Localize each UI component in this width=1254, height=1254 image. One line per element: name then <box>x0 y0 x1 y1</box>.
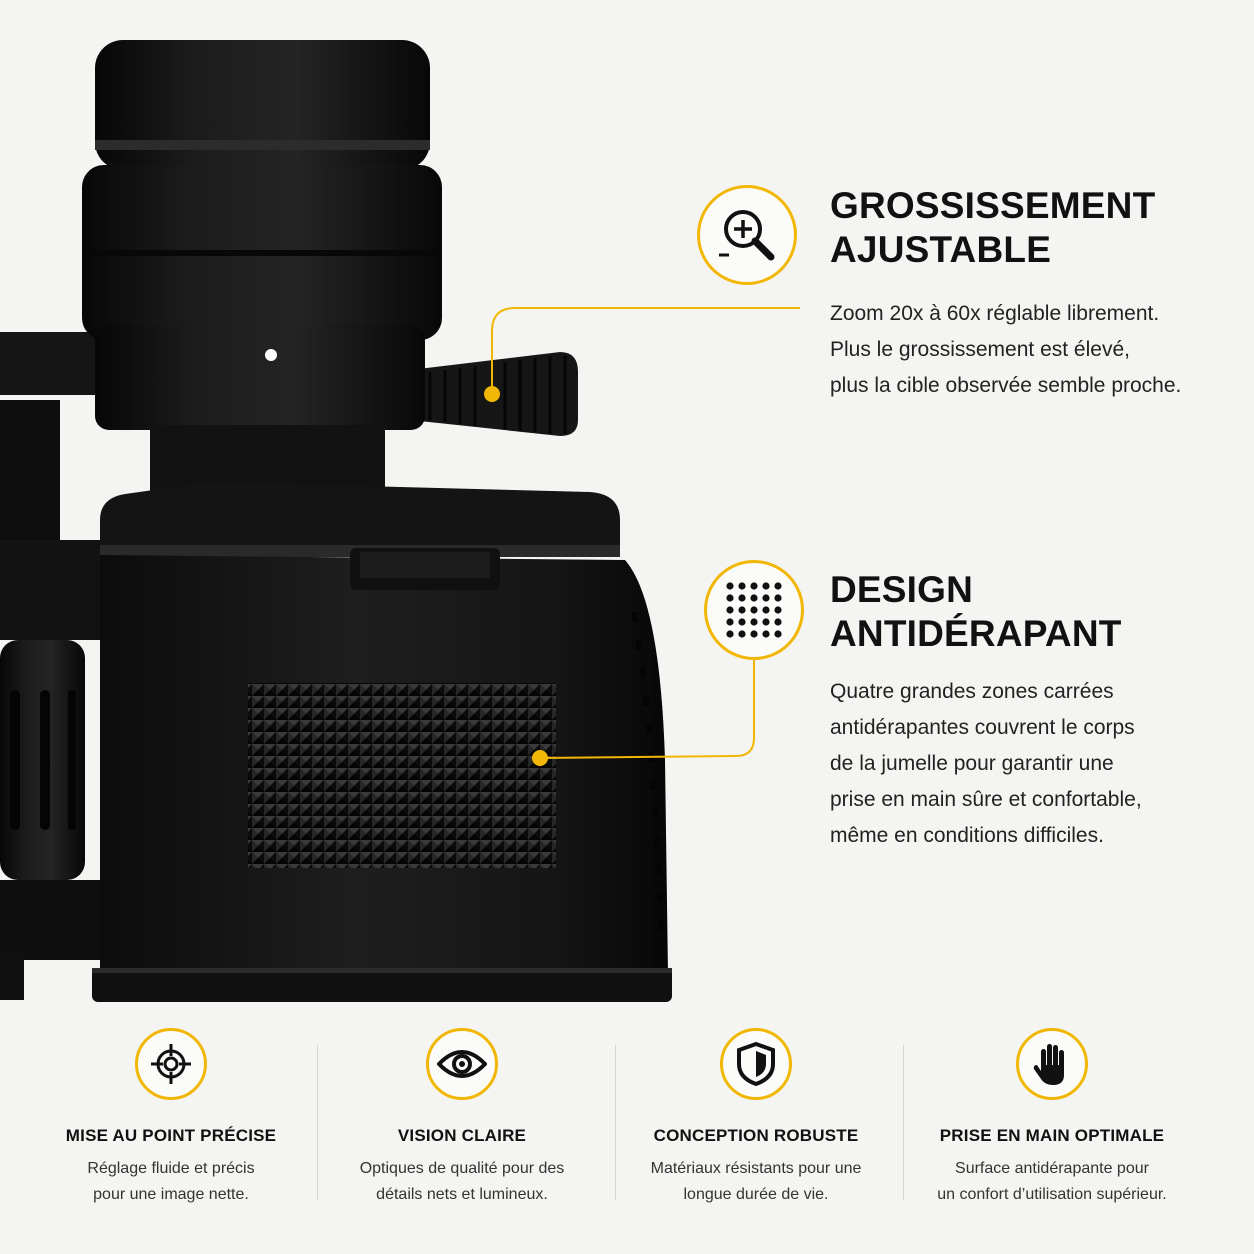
benefit-icon-circle <box>426 1028 498 1100</box>
shield-icon <box>737 1042 775 1086</box>
left-barrel-upper <box>0 400 60 550</box>
benefit-robust-design: CONCEPTION ROBUSTE Matériaux résistants … <box>611 1028 901 1218</box>
benefit-title: PRISE EN MAIN OPTIMALE <box>939 1126 1165 1145</box>
divider <box>903 1045 904 1200</box>
benefit-clear-vision: VISION CLAIRE Optiques de qualité pour d… <box>317 1028 607 1218</box>
benefit-title: MISE AU POINT PRÉCISE <box>65 1126 277 1145</box>
zoom-ring <box>95 325 425 430</box>
benefit-icon-circle <box>1016 1028 1088 1100</box>
benefit-precise-focus: MISE AU POINT PRÉCISE Réglage fluide et … <box>26 1028 316 1218</box>
body-top-plate <box>100 482 620 552</box>
body-base <box>92 968 672 1002</box>
eye-icon <box>437 1050 487 1078</box>
benefit-title: CONCEPTION ROBUSTE <box>653 1126 859 1145</box>
feature-title-antislip: DESIGN ANTIDÉRAPANT <box>830 569 1122 654</box>
left-barrel-mid <box>0 540 100 640</box>
divider <box>615 1045 616 1200</box>
benefit-title: VISION CLAIRE <box>397 1126 527 1145</box>
feature-title-zoom: GROSSISSEMENT AJUSTABLE <box>830 185 1156 270</box>
benefit-text: Optiques de qualité pour des détails net… <box>359 1160 565 1203</box>
benefit-text: Surface antidérapante pour un confort d’… <box>937 1160 1167 1203</box>
feature-text-antislip: Quatre grandes zones carrées antidérapan… <box>830 680 1142 847</box>
benefit-text: Matériaux résistants pour une longue dur… <box>650 1160 862 1203</box>
benefit-icon-circle <box>135 1028 207 1100</box>
benefit-icon-circle <box>720 1028 792 1100</box>
feature-text-zoom: Zoom 20x à 60x réglable librement. Plus … <box>830 302 1182 397</box>
divider <box>317 1045 318 1200</box>
dot-grid-icon <box>726 582 782 638</box>
feature-icon-circle <box>704 560 804 660</box>
hand-icon <box>1033 1044 1064 1085</box>
feature-icon-circle <box>697 185 797 285</box>
benefit-text: Réglage fluide et précis pour une image … <box>87 1160 255 1203</box>
crosshair-icon <box>151 1044 191 1084</box>
zoom-index-dot <box>265 349 277 361</box>
eyecup <box>95 40 430 170</box>
zoom-lever <box>410 352 578 436</box>
anti-slip-texture <box>248 683 556 868</box>
benefit-optimal-grip: PRISE EN MAIN OPTIMALE Surface antidérap… <box>907 1028 1197 1218</box>
binocular-illustration <box>0 40 672 1002</box>
zoom-plus-minus-icon <box>719 210 775 261</box>
